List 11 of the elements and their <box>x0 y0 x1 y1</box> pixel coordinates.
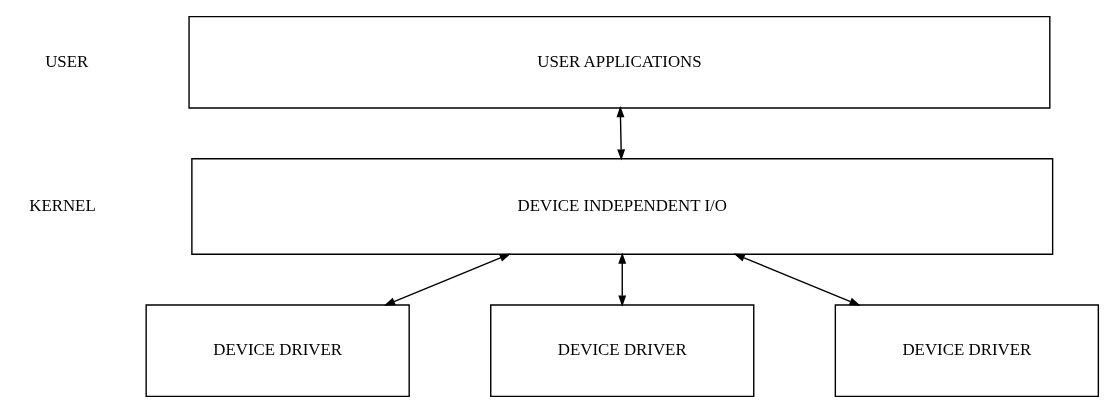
arrow <box>733 253 861 306</box>
label: USER <box>45 51 89 71</box>
arrow <box>616 105 626 161</box>
node-box: DEVICE DRIVER <box>490 303 755 397</box>
node-box: DEVICE INDEPENDENT I/O <box>191 157 1054 255</box>
node-box: DEVICE DRIVER <box>145 303 410 397</box>
arrow <box>618 251 627 307</box>
node-box: USER APPLICATIONS <box>188 15 1051 109</box>
arrow <box>383 253 511 306</box>
label: KERNEL <box>29 195 96 215</box>
node-box: DEVICE DRIVER <box>834 303 1100 397</box>
